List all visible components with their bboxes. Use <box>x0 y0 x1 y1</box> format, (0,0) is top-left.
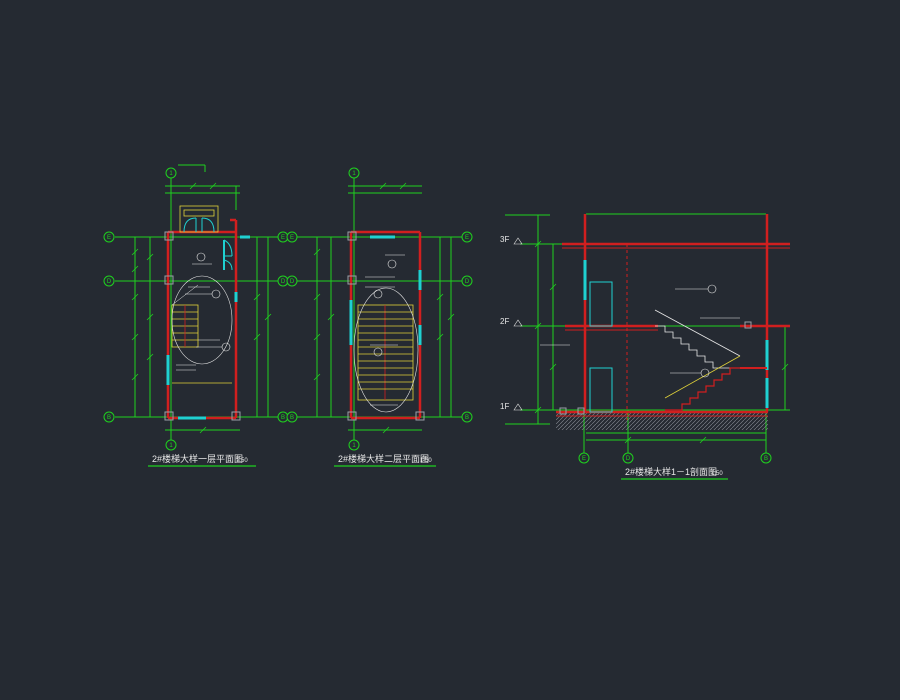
plan1-axis-1-bubble-bottom <box>165 439 177 451</box>
axis-label: D <box>281 279 286 285</box>
plan1-axis-e-bubble-left <box>103 231 115 243</box>
floor-marker-1f: 1F <box>500 402 523 411</box>
plan-second-floor: E D B E D B 1 1 <box>286 167 473 467</box>
section-structure <box>556 214 790 420</box>
plan1-axis-d-bubble-left <box>103 275 115 287</box>
plan1-axis-1-bubble-top <box>165 167 177 179</box>
plan1-axis-b-bubble-left <box>103 411 115 423</box>
plan2-title-block: 2#楼梯大样二层平面图 1:50 <box>334 453 436 467</box>
section-level-lines <box>505 213 790 455</box>
section-scale: 1:50 <box>711 471 723 477</box>
plan2-axis-bubbles <box>286 167 473 451</box>
plan1-axis-grid <box>115 164 278 440</box>
axis-label: E <box>465 235 469 241</box>
upper-flight <box>655 325 740 369</box>
plan1-scale: 1:50 <box>236 458 248 464</box>
axis-label: 1 <box>352 171 356 177</box>
floor-marker-2f: 2F <box>500 317 523 327</box>
plan2-title: 2#楼梯大样二层平面图 <box>338 453 429 464</box>
plan1-columns <box>164 231 241 421</box>
section-door-lower <box>589 367 613 413</box>
section-openings <box>583 260 769 413</box>
floor-label-2f: 2F <box>500 317 509 326</box>
section-dim-ticks <box>534 240 789 444</box>
section-stair-flights <box>654 309 767 411</box>
plan1-annotation-marks <box>176 252 231 371</box>
plan1-title-block: 2#楼梯大样一层平面图 1:50 <box>148 453 256 467</box>
section-axis-labels: E D B <box>582 456 768 462</box>
axis-label: D <box>107 279 112 285</box>
axis-label: B <box>107 415 111 421</box>
section-columns <box>559 321 752 415</box>
plan2-columns <box>347 231 425 421</box>
lower-flight <box>665 367 740 411</box>
section-title-block: 2#楼梯大样1－1剖面图 1:50 <box>621 466 728 480</box>
plan1-detail-circles <box>171 275 233 365</box>
axis-label: D <box>626 456 631 462</box>
plan1-doors <box>223 239 233 271</box>
axis-label: B <box>764 456 768 462</box>
axis-label: B <box>281 415 285 421</box>
plan2-dim-ticks <box>313 182 455 434</box>
axis-label: 1 <box>352 443 356 449</box>
plan2-windows <box>349 235 422 345</box>
axis-label: 1 <box>169 443 173 449</box>
plan1-axis-labels: E D B E D B 1 1 <box>107 171 286 449</box>
floor-marker-3f: 3F <box>500 235 523 245</box>
plan1-windows <box>166 235 250 420</box>
plan1-dim-ticks <box>131 182 272 434</box>
section-annotations <box>540 284 740 378</box>
axis-label: E <box>582 456 586 462</box>
section-1-1: 3F 2F 1F <box>500 213 790 480</box>
floor-label-3f: 3F <box>500 235 509 244</box>
floor-label-1f: 1F <box>500 402 509 411</box>
section-floor-markers: 3F 2F 1F <box>500 235 523 411</box>
plan2-detail-circles <box>353 287 419 413</box>
axis-label: B <box>290 415 294 421</box>
plan2-axis-grid <box>297 178 462 440</box>
axis-label: E <box>290 235 294 241</box>
section-title: 2#楼梯大样1－1剖面图 <box>625 466 717 477</box>
axis-label: D <box>290 279 295 285</box>
section-door-upper <box>589 281 613 327</box>
ground-hatch <box>556 412 768 430</box>
axis-label: 1 <box>169 171 173 177</box>
plan1-stair <box>171 284 232 384</box>
section-axis-bubbles <box>578 452 772 464</box>
axis-label: E <box>107 235 111 241</box>
axis-label: E <box>281 235 285 241</box>
axis-label: D <box>465 279 470 285</box>
plan2-annotation-marks <box>365 254 405 406</box>
plan1-entrance-porch <box>179 205 219 233</box>
plan-first-floor: E D B E D B 1 1 <box>103 164 289 467</box>
plan2-axis-labels: E D B E D B 1 1 <box>290 171 470 449</box>
axis-label: B <box>465 415 469 421</box>
plan1-title: 2#楼梯大样一层平面图 <box>152 453 243 464</box>
plan2-scale: 1:50 <box>420 458 432 464</box>
plan2-stair <box>357 304 414 401</box>
plan1-axis-bubbles <box>103 167 289 451</box>
